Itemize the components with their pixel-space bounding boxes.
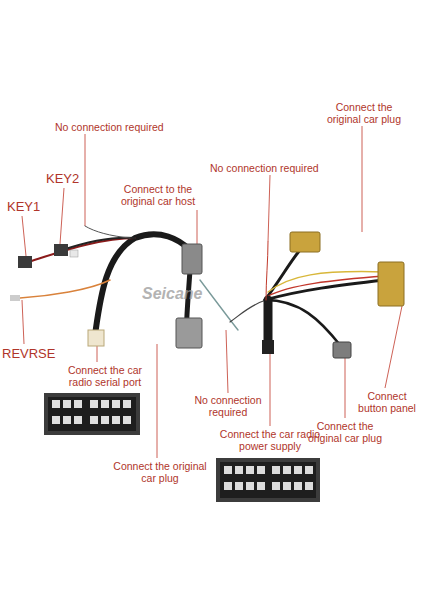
left-harness <box>20 226 238 345</box>
callout-note: No connection required <box>55 121 180 133</box>
callout-note: Connect the original car plug <box>300 420 390 444</box>
callout-note: Connect the original car plug <box>105 460 215 484</box>
right-harness <box>230 242 385 345</box>
wire-name: REVRSE <box>2 346 62 361</box>
watermark: Seicane <box>142 288 222 300</box>
callout-note: Connect the car radio serial port <box>55 364 155 388</box>
callout-note: No connection required <box>210 162 340 174</box>
callout-note: Connect the original car plug <box>318 101 410 125</box>
leader-lines <box>22 126 402 458</box>
right-connectors <box>262 232 404 358</box>
callout-note: Connect button panel <box>356 390 418 414</box>
callout-note: Connect to the original car host <box>108 183 208 207</box>
callout-note: No connection required <box>178 394 278 418</box>
wire-name: KEY2 <box>46 171 86 186</box>
wire-name: KEY1 <box>7 199 47 214</box>
